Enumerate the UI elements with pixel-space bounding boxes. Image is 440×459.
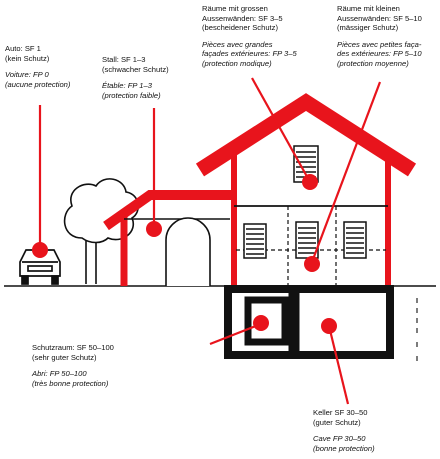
tree-illustration [63, 178, 139, 284]
basement-illustration [224, 285, 394, 359]
label-stable-de: Stall: SF 1–3 (schwacher Schutz) [102, 55, 169, 74]
label-car-de: Auto: SF 1 (kein Schutz) [5, 44, 50, 63]
car-illustration [19, 249, 61, 285]
label-rooms-small-walls-fr: Pièces avec petites faça- des extérieure… [337, 39, 422, 68]
label-shelter-de: Schutzraum: SF 50–100 (sehr guter Schutz… [32, 343, 114, 362]
label-car: Auto: SF 1 (kein Schutz) Voiture: FP 0 (… [5, 44, 70, 89]
label-stable: Stall: SF 1–3 (schwacher Schutz) Étable:… [102, 55, 169, 100]
label-rooms-large-walls: Räume mit grossen Aussenwänden: SF 3–5 (… [202, 4, 297, 69]
marker-dots [32, 174, 337, 334]
label-cellar: Keller SF 30–50 (guter Schutz) Cave FP 3… [313, 408, 375, 453]
label-rooms-large-walls-fr: Pièces avec grandes façades extérieures:… [202, 39, 297, 68]
label-rooms-small-walls: Räume mit kleinen Aussenwänden: SF 5–10 … [337, 4, 422, 69]
label-rooms-large-walls-de: Räume mit grossen Aussenwänden: SF 3–5 (… [202, 4, 283, 33]
label-shelter: Schutzraum: SF 50–100 (sehr guter Schutz… [32, 343, 114, 388]
label-car-fr: Voiture: FP 0 (aucune protection) [5, 70, 71, 89]
label-rooms-small-walls-de: Räume mit kleinen Aussenwänden: SF 5–10 … [337, 4, 422, 33]
label-stable-fr: Étable: FP 1–3 (protection faible) [102, 81, 161, 100]
label-cellar-de: Keller SF 30–50 (guter Schutz) [313, 408, 368, 427]
stable-illustration [103, 190, 236, 286]
leader-lines [38, 77, 382, 405]
label-cellar-fr: Cave FP 30–50 (bonne protection) [313, 434, 375, 453]
label-shelter-fr: Abri: FP 50–100 (très bonne protection) [32, 369, 109, 388]
house-illustration [195, 93, 417, 286]
